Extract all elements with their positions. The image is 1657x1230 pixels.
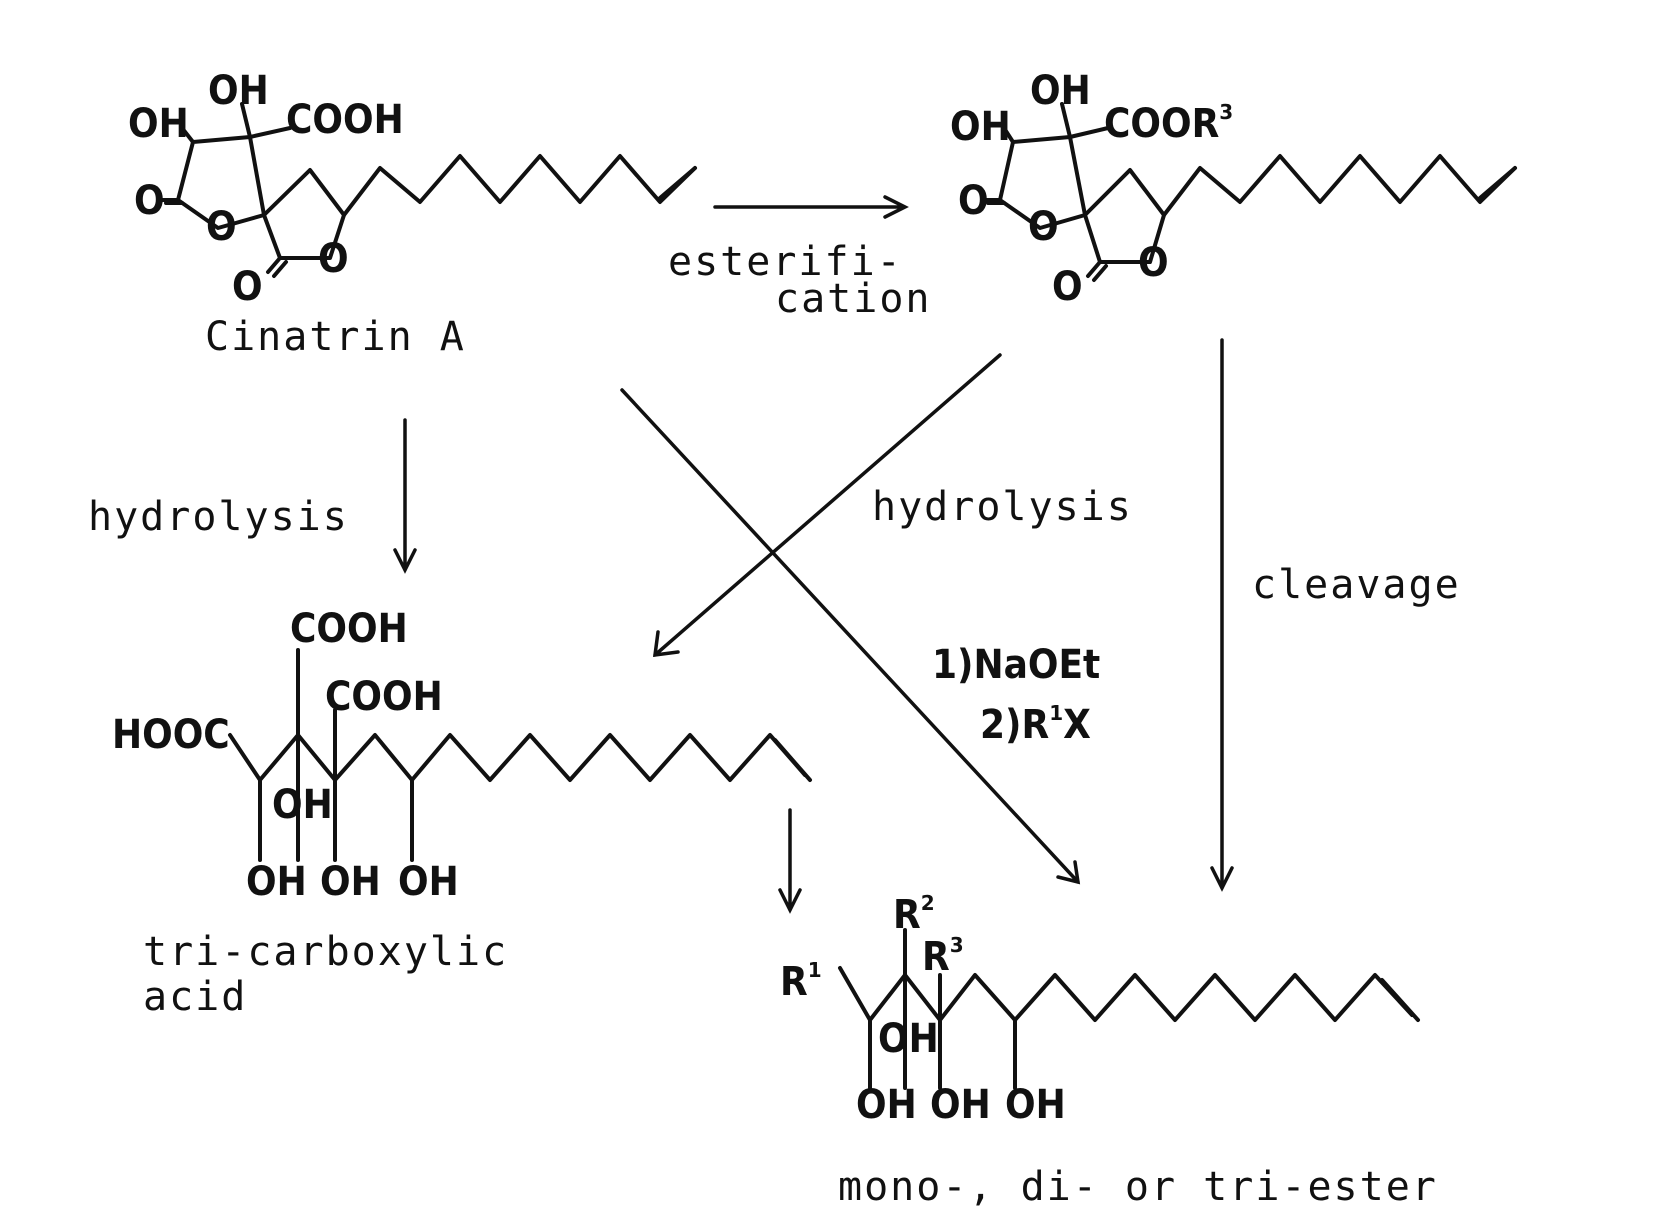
cinatrin-ester-structure: OH OH COOR3 O O O O [950,68,1515,310]
ester-keto-o-2: O [1052,264,1083,310]
products-r3: R3 [922,933,964,980]
triacid-backbone [230,735,805,780]
hydrolysis-left-arrow [395,420,415,570]
triacid-label-line-1: tri-carboxylic [143,929,508,975]
cinatrin-ring-o-1: O [206,204,237,250]
ester-coor: COOR3 [1104,100,1233,147]
ester-keto-o-1: O [958,178,989,224]
triacid-cooh-mid: COOH [325,674,443,720]
cinatrin-cooh: COOH [286,97,404,143]
ester-alkyl-chain [1164,156,1515,215]
cinatrin-keto-o-1: O [134,178,165,224]
triacid-oh-inner: OH [272,782,333,828]
ester-terminal-alkene [1480,168,1515,198]
ester-oh-left: OH [950,104,1011,150]
products-oh-bottom-1: OH [856,1082,917,1128]
step-2-label: 2)R1X [980,701,1091,748]
cleavage-label: cleavage [1252,562,1461,608]
products-oh-bottom-3: OH [1005,1082,1066,1128]
hydrolysis-cross-label: hydrolysis [872,484,1133,530]
products-label: mono-, di- or tri-ester [838,1164,1438,1210]
triacid-terminal-alkene [775,740,810,780]
products-oh-inner: OH [878,1016,939,1062]
esterification-arrow [715,197,905,217]
step-1-label: 1)NaOEt [932,642,1100,688]
products-terminal-alkene [1382,980,1418,1020]
products-oh-bottom-2: OH [930,1082,991,1128]
triacid-to-ester-arrow [780,810,800,910]
cinatrin-oh-top: OH [208,68,269,114]
triacid-oh-bottom-2: OH [320,859,381,905]
cinatrin-keto-o-2: O [232,264,263,310]
esterification-label-line-2: cation [775,276,932,322]
products-r2: R2 [893,891,935,938]
ester-ring-o-2: O [1138,240,1169,286]
cinatrin-oh-left: OH [128,101,189,147]
cinatrin-ring-o-2: O [318,236,349,282]
cinatrin-alkyl-chain [344,156,695,215]
triacid-label-line-2: acid [143,974,247,1020]
ester-ring-o-1: O [1028,204,1059,250]
cinatrin-terminal-alkene [660,168,695,198]
triacid-oh-bottom-3: OH [398,859,459,905]
hydrolysis-left-label: hydrolysis [88,494,349,540]
cleavage-arrow [1212,340,1232,888]
triacid-hooc: HOOC [112,712,230,758]
products-r1: R1 [780,958,822,1005]
triacid-cooh-top: COOH [290,606,408,652]
triacid-oh-bottom-1: OH [246,859,307,905]
cinatrin-a-label: Cinatrin A [205,314,466,360]
naoet-cross-arrow [622,390,1078,882]
cinatrin-a-structure: OH OH COOH O O O O Cinatrin A [128,68,695,360]
ester-oh-top: OH [1030,68,1091,114]
tricarboxylic-acid-structure: HOOC COOH COOH OH OH OH OH tri-carboxyli… [112,606,810,1020]
ester-products-structure: R1 R2 R3 OH OH OH OH mono-, di- or tri-e… [780,891,1438,1210]
